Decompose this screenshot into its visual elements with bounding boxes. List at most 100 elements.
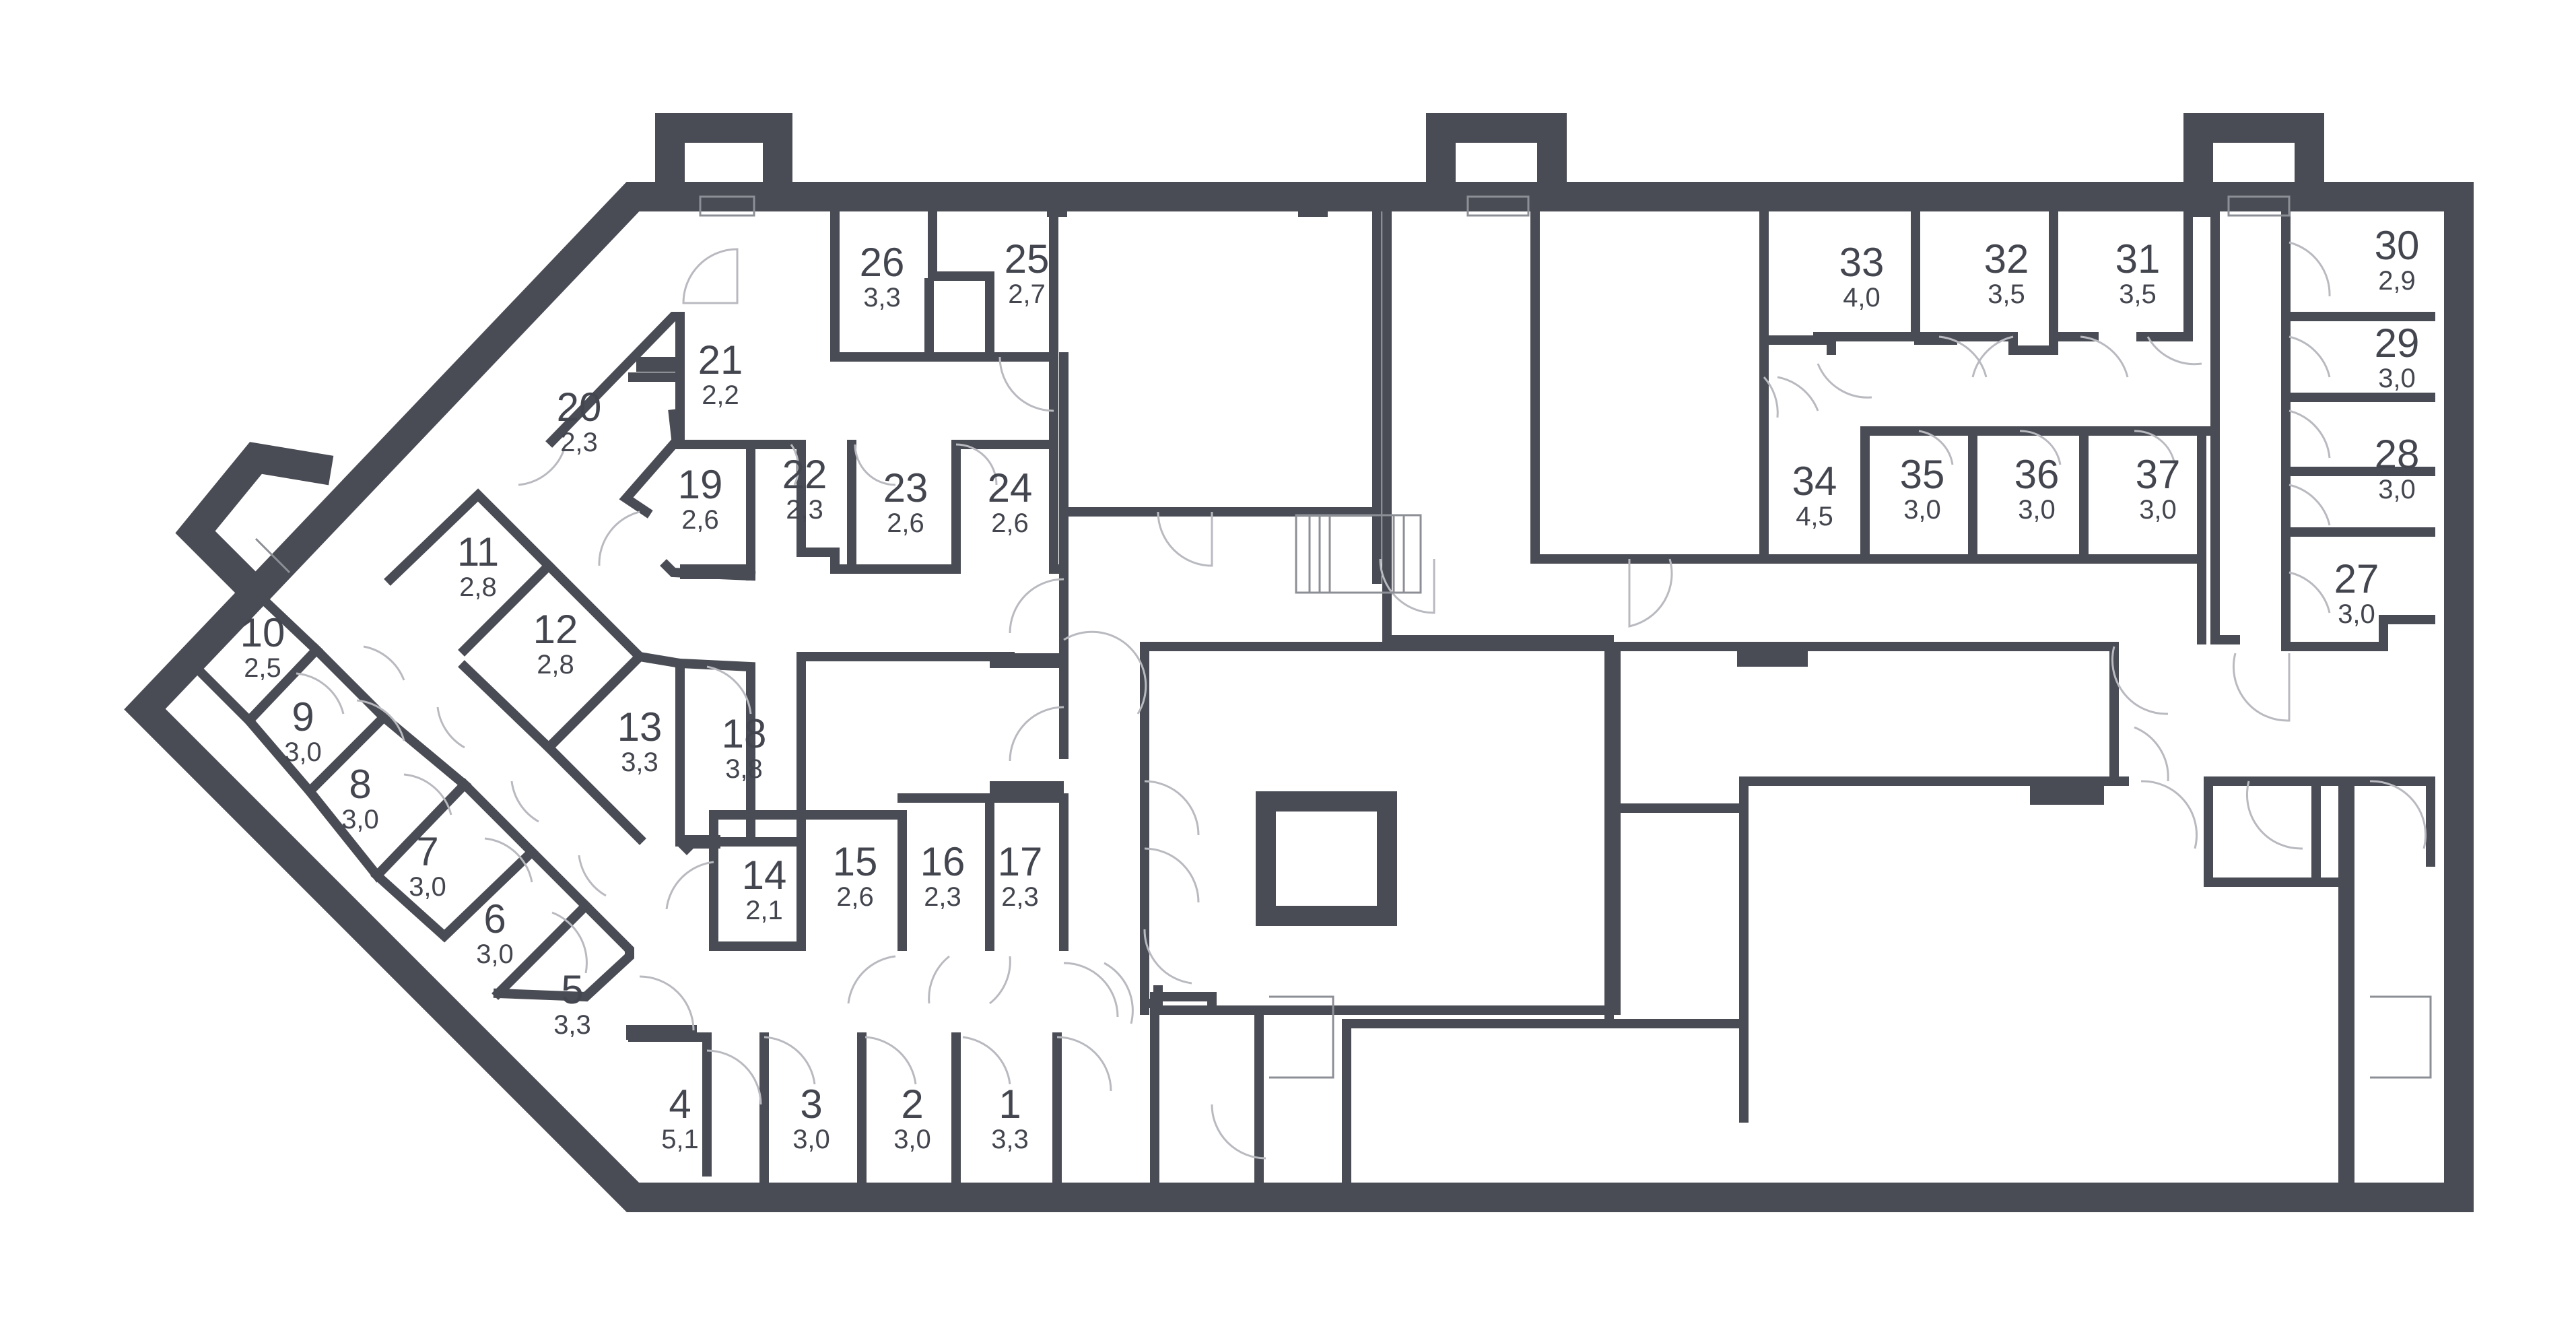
light-well-center [1426, 113, 1567, 211]
unit-number: 2 [901, 1082, 923, 1127]
storage-unit-35[interactable]: 353,0 [1882, 441, 1963, 525]
unit-number: 20 [557, 385, 602, 430]
light-well-diagonal [175, 442, 334, 611]
unit-number: 36 [2014, 452, 2060, 497]
unit-number: 29 [2375, 321, 2420, 366]
unit-number: 18 [722, 711, 767, 756]
unit-area: 3,0 [2378, 364, 2416, 393]
storage-unit-25[interactable]: 252,7 [986, 226, 1067, 309]
unit-area: 2,6 [887, 508, 924, 538]
unit-number: 22 [782, 452, 827, 497]
unit-area: 3,3 [991, 1125, 1029, 1154]
unit-number: 35 [1900, 452, 1945, 497]
storage-unit-20[interactable]: 202,3 [539, 374, 619, 457]
unit-area: 3,0 [476, 939, 514, 969]
door-swings [296, 241, 2427, 1160]
unit-labels: 13,323,033,045,153,363,073,083,093,0102,… [222, 212, 2437, 1154]
unit-area: 2,6 [836, 882, 874, 912]
storage-unit-5[interactable]: 53,3 [532, 956, 613, 1040]
unit-area: 3,0 [1903, 495, 1941, 525]
unit-number: 21 [698, 337, 743, 383]
unit-area: 3,0 [2018, 495, 2056, 525]
unit-area: 3,3 [553, 1010, 591, 1040]
storage-unit-28[interactable]: 283,0 [2357, 421, 2437, 504]
unit-area: 2,8 [459, 572, 497, 602]
unit-number: 12 [533, 607, 578, 652]
unit-area: 2,3 [1001, 882, 1039, 912]
unit-number: 16 [920, 839, 965, 884]
unit-area: 3,0 [409, 872, 446, 902]
unit-number: 8 [349, 762, 371, 807]
storage-unit-36[interactable]: 363,0 [1996, 441, 2077, 525]
unit-number: 23 [883, 465, 928, 510]
storage-unit-23[interactable]: 232,6 [865, 455, 946, 538]
unit-number: 14 [742, 853, 787, 898]
unit-number: 6 [483, 896, 506, 941]
unit-number: 17 [998, 839, 1043, 884]
unit-number: 25 [1005, 236, 1050, 282]
unit-area: 3,5 [1988, 279, 2025, 309]
storage-unit-12[interactable]: 122,8 [515, 596, 596, 680]
storage-unit-30[interactable]: 302,9 [2357, 212, 2437, 296]
unit-area: 3,8 [725, 754, 763, 784]
storage-unit-26[interactable]: 263,3 [842, 229, 922, 312]
storage-unit-18[interactable]: 183,8 [704, 700, 784, 784]
stairs-icons [255, 195, 2432, 1079]
unit-area: 2,2 [702, 380, 739, 410]
unit-number: 15 [833, 839, 878, 884]
unit-area: 2,9 [2378, 266, 2416, 296]
unit-area: 5,1 [661, 1125, 699, 1154]
storage-unit-22[interactable]: 222,3 [764, 441, 845, 525]
storage-unit-16[interactable]: 162,3 [902, 828, 983, 912]
storage-unit-37[interactable]: 373,0 [2117, 441, 2198, 525]
unit-area: 3,5 [2119, 279, 2157, 309]
unit-number: 26 [860, 240, 905, 285]
unit-number: 9 [292, 694, 314, 739]
unit-number: 31 [2115, 236, 2161, 282]
storage-unit-17[interactable]: 172,3 [980, 828, 1060, 912]
unit-area: 3,0 [2139, 495, 2177, 525]
unit-area: 3,0 [284, 737, 322, 767]
storage-unit-29[interactable]: 293,0 [2357, 310, 2437, 393]
unit-number: 7 [416, 829, 438, 874]
storage-unit-8[interactable]: 83,0 [320, 751, 401, 834]
storage-unit-27[interactable]: 273,0 [2316, 545, 2397, 629]
storage-unit-2[interactable]: 23,0 [872, 1071, 953, 1154]
storage-unit-6[interactable]: 63,0 [454, 886, 535, 969]
storage-unit-4[interactable]: 45,1 [640, 1071, 720, 1154]
structural-columns [626, 197, 2215, 1040]
unit-area: 4,5 [1796, 502, 1833, 531]
unit-area: 2,7 [1008, 279, 1046, 309]
unit-area: 3,0 [893, 1125, 931, 1154]
storage-unit-21[interactable]: 212,2 [680, 327, 761, 410]
unit-area: 2,6 [991, 508, 1029, 538]
storage-unit-9[interactable]: 93,0 [263, 684, 343, 767]
unit-area: 3,0 [2338, 599, 2375, 629]
storage-unit-19[interactable]: 192,6 [660, 451, 741, 535]
unit-area: 2,3 [786, 495, 823, 525]
storage-unit-3[interactable]: 33,0 [771, 1071, 852, 1154]
unit-number: 10 [240, 610, 285, 655]
storage-unit-11[interactable]: 112,8 [438, 519, 518, 602]
storage-unit-32[interactable]: 323,5 [1966, 226, 2047, 309]
storage-unit-24[interactable]: 242,6 [970, 455, 1050, 538]
light-well-left [655, 113, 792, 211]
unit-number: 32 [1984, 236, 2029, 282]
unit-area: 4,0 [1843, 283, 1880, 312]
storage-unit-10[interactable]: 102,5 [222, 599, 303, 683]
storage-unit-15[interactable]: 152,6 [815, 828, 895, 912]
storage-unit-34[interactable]: 344,5 [1774, 448, 1855, 531]
storage-unit-1[interactable]: 13,3 [970, 1071, 1050, 1154]
storage-unit-14[interactable]: 142,1 [724, 842, 805, 925]
unit-number: 13 [617, 704, 663, 750]
storage-unit-33[interactable]: 334,0 [1821, 229, 1902, 312]
unit-area: 3,3 [863, 283, 901, 312]
unit-area: 3,0 [2378, 475, 2416, 504]
storage-unit-31[interactable]: 313,5 [2097, 226, 2178, 309]
storage-unit-13[interactable]: 133,3 [599, 694, 680, 777]
unit-number: 1 [998, 1082, 1021, 1127]
unit-area: 2,3 [924, 882, 961, 912]
storage-unit-7[interactable]: 73,0 [387, 818, 468, 902]
unit-area: 2,1 [745, 896, 783, 925]
